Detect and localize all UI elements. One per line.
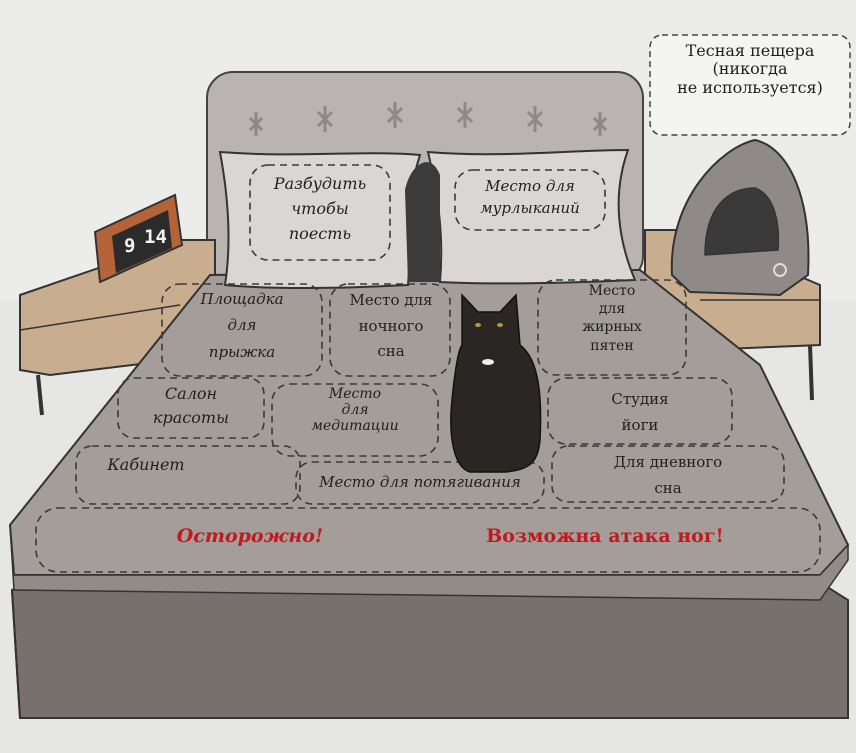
- pillow-left-line-3: поесть: [288, 223, 352, 243]
- zone-beauty-line-1: Салон: [164, 384, 218, 403]
- zone-jump-line-1: Площадка: [200, 290, 284, 308]
- zone-yoga-line-2: йоги: [621, 416, 659, 435]
- zone-yoga: Студия йоги: [548, 386, 732, 439]
- zone-grease-line-3: жирных: [582, 319, 642, 336]
- pillow-left-line-2: чтобы: [291, 198, 349, 218]
- zone-jump-line-3: прыжка: [208, 342, 276, 361]
- zone-meditation: Место для медитации: [272, 386, 438, 434]
- zone-grease-line-1: Место: [588, 283, 636, 299]
- zone-grease: Место для жирных пятен: [538, 282, 686, 355]
- warning-left: Осторожно!: [176, 525, 324, 547]
- callout-box: [649, 34, 851, 136]
- pillow-right-line-1: Место для: [485, 177, 575, 195]
- headboard-tufting-icon: [248, 102, 608, 136]
- zone-stretch-line-1: Место для потягивания: [319, 473, 521, 491]
- pillows: [218, 148, 637, 290]
- warning-right: Возможна атака ног!: [486, 525, 724, 547]
- zone-jump-line-2: для: [227, 316, 257, 335]
- cat-cave: [670, 138, 810, 297]
- zone-yoga-line-1: Студия: [611, 390, 669, 408]
- zone-night-line-1: Место для: [349, 291, 433, 309]
- black-cat: [450, 293, 542, 473]
- zone-meditation-line-1: Место: [328, 386, 382, 402]
- pillow-left-label: Разбудить чтобы поесть: [250, 172, 390, 246]
- zone-stretch: Место для потягивания: [296, 473, 544, 491]
- clock-minutes: 14: [144, 226, 167, 248]
- mattress-side: [9, 524, 849, 601]
- zone-office-line-1: Кабинет: [107, 455, 185, 474]
- alarm-clock: [93, 193, 184, 284]
- pillow-left-line-1: Разбудить: [273, 174, 367, 193]
- callout-line-2: (никогда: [712, 59, 788, 79]
- zone-night-line-2: ночного: [358, 316, 424, 335]
- zone-daynap-line-1: Для дневного: [613, 453, 723, 471]
- zone-beauty-line-2: красоты: [152, 408, 230, 427]
- zone-daynap: Для дневного сна: [552, 450, 784, 501]
- zone-grease-line-2: для: [598, 301, 626, 318]
- zone-meditation-line-2: для: [341, 402, 369, 419]
- zone-meditation-line-3: медитации: [311, 418, 399, 435]
- clock-hours: 9: [124, 235, 136, 257]
- zone-jump: Площадка для прыжка: [162, 286, 322, 365]
- pillow-right-line-2: мурлыканий: [480, 198, 580, 217]
- callout-line-1: Тесная пещера: [685, 41, 815, 60]
- callout-text: Тесная пещера (никогда не используется): [650, 41, 850, 97]
- paw-print-icon: [773, 263, 787, 277]
- zone-outlines: [35, 164, 821, 573]
- zone-beauty: Салон красоты: [118, 382, 264, 430]
- callout-line-3: не используется): [677, 77, 823, 97]
- zone-night-line-3: сна: [377, 342, 405, 360]
- zone-daynap-line-2: сна: [654, 478, 682, 497]
- pillow-right-label: Место для мурлыканий: [455, 176, 605, 220]
- zone-night: Место для ночного сна: [332, 288, 450, 365]
- zone-grease-line-4: пятен: [590, 337, 634, 354]
- zone-office: Кабинет: [76, 455, 216, 474]
